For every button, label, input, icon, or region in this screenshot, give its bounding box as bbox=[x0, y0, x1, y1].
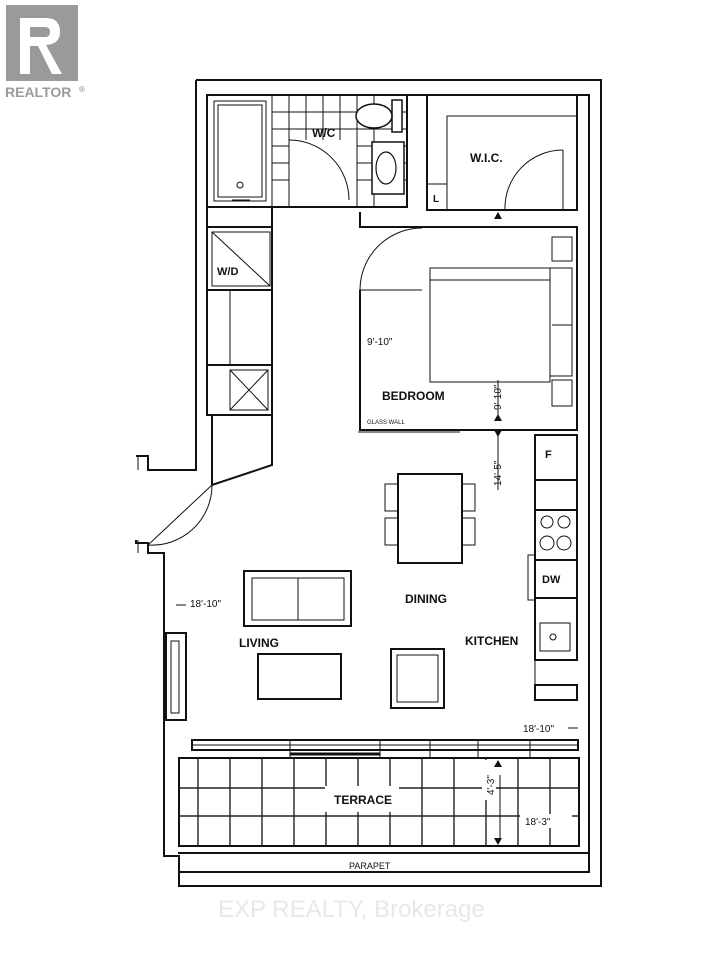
bathroom: W/C bbox=[206, 94, 408, 208]
wic-label: W.I.C. bbox=[470, 151, 503, 165]
living-furniture: LIVING 18'-10" 14'-5" 18'-10" bbox=[165, 460, 554, 735]
utility-column: W/D bbox=[147, 206, 273, 546]
realtor-logo: REALTOR ® bbox=[5, 5, 85, 100]
linen-label: L bbox=[433, 194, 439, 205]
bedroom-label: BEDROOM bbox=[382, 389, 445, 403]
logo-trademark: ® bbox=[79, 85, 85, 94]
terrace-width-dim: 18'-3" bbox=[525, 817, 551, 828]
terrace-depth-dim: 4'-3" bbox=[486, 775, 497, 795]
living-width-dim: 18'-10" bbox=[190, 599, 221, 610]
wd-label: W/D bbox=[217, 266, 238, 278]
dishwasher-label: DW bbox=[542, 574, 561, 586]
dining-set: DINING bbox=[384, 473, 476, 606]
parapet-label: PARAPET bbox=[349, 861, 391, 871]
terrace-label: TERRACE bbox=[334, 793, 392, 807]
terrace: TERRACE 4'-3" 18'-3" PARAPET bbox=[178, 757, 580, 871]
window-wall bbox=[191, 739, 579, 758]
kitchen-width-dim: 18'-10" bbox=[523, 724, 554, 735]
bedroom-width-dim: 9'-10" bbox=[367, 337, 393, 348]
living-label: LIVING bbox=[239, 636, 279, 650]
brokerage-watermark: EXP REALTY, Brokerage bbox=[218, 896, 485, 923]
dimension-lines bbox=[176, 380, 578, 729]
outer-walls bbox=[135, 79, 602, 887]
kitchen-counter: F DW KITCHEN bbox=[465, 434, 578, 701]
glass-wall-label: GLASS WALL bbox=[367, 420, 405, 426]
dining-label: DINING bbox=[405, 592, 447, 606]
fridge-label: F bbox=[545, 449, 552, 461]
logo-text: REALTOR bbox=[5, 84, 71, 100]
kitchen-label: KITCHEN bbox=[465, 634, 518, 648]
bedroom: BEDROOM 9'-10" 9'-10" GLASS WALL bbox=[358, 212, 578, 437]
walk-in-closet: L W.I.C. bbox=[426, 94, 578, 219]
wc-label: W/C bbox=[312, 126, 336, 140]
